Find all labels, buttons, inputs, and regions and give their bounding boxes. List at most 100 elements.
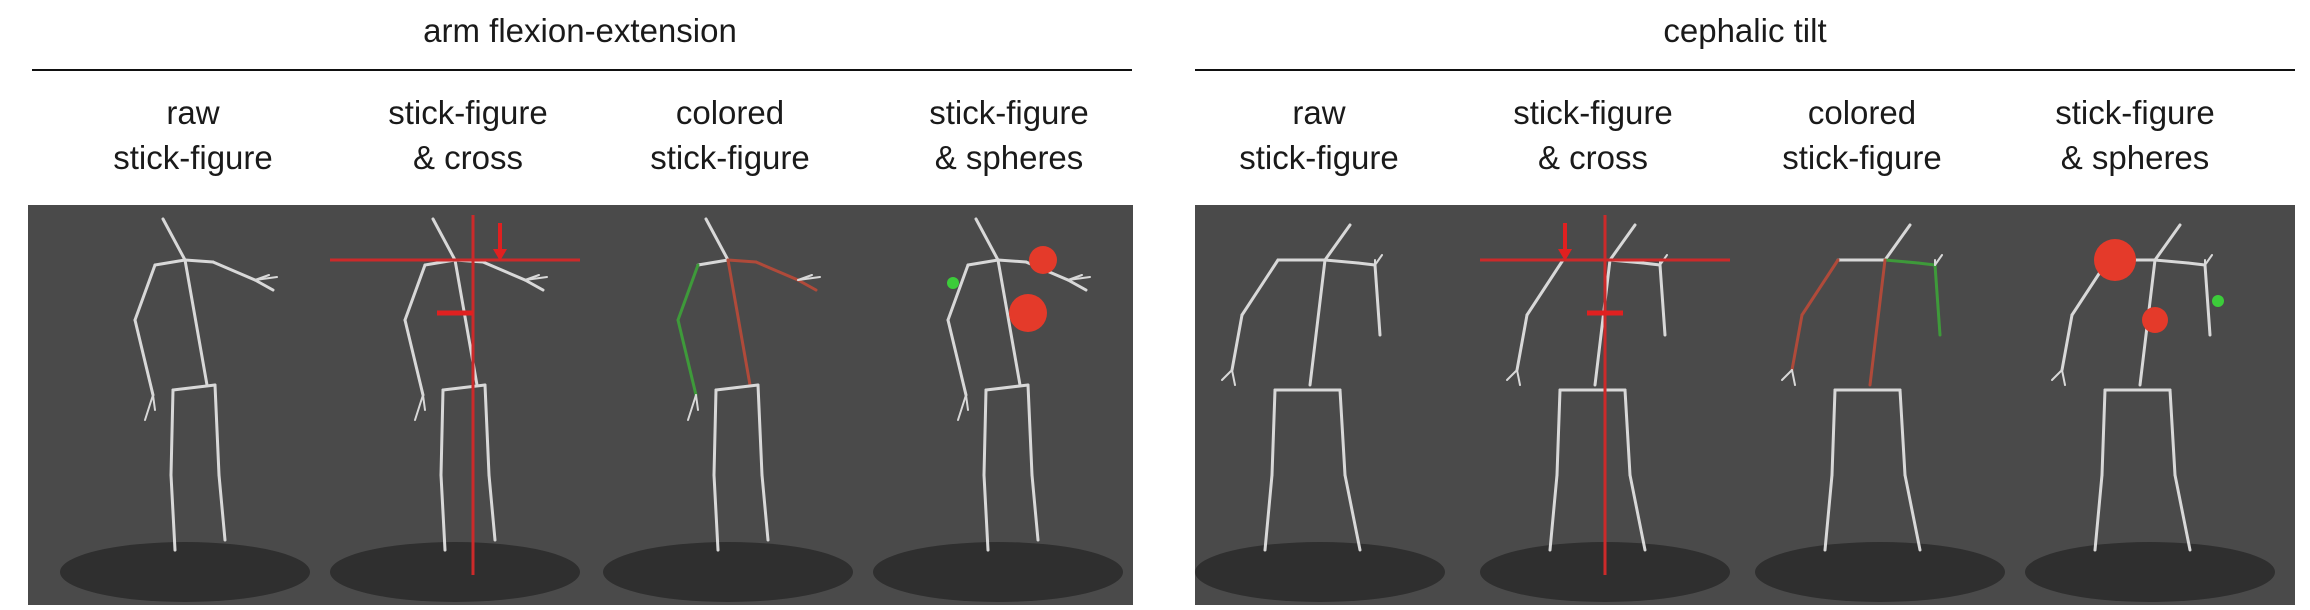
column-label-line: & cross	[1537, 139, 1649, 176]
floor-shadow	[330, 542, 580, 602]
hand-bone	[1791, 369, 1796, 386]
floor-shadow	[873, 542, 1123, 602]
column-label-line: stick-figure	[113, 139, 273, 176]
floor-shadow	[60, 542, 310, 602]
group-title-arm-flexion: arm flexion-extension	[423, 12, 737, 49]
hand-bone	[524, 276, 548, 281]
pelvis-bone	[171, 383, 217, 392]
column-label-line: stick-figure	[1513, 94, 1673, 131]
upper-arm-bone	[2186, 261, 2207, 267]
upper-arm-bone	[1800, 258, 1840, 317]
hand-bone	[422, 394, 426, 411]
shoulder-bone	[2153, 258, 2190, 265]
figure-panel-strip-cephalic-tilt	[1195, 205, 2295, 605]
stick-figure	[603, 217, 853, 602]
forearm-bone	[1066, 278, 1088, 292]
column-label-line: & spheres	[2060, 139, 2210, 176]
column-label: stick-figure & cross	[333, 90, 603, 180]
trunk-bone	[1868, 258, 1887, 387]
pelvis-bone	[984, 383, 1030, 392]
upper-arm-bone	[1525, 258, 1565, 317]
shin-bone	[2173, 473, 2192, 552]
head-bone	[2153, 223, 2182, 262]
sphere-red	[2142, 307, 2168, 333]
shin-bone	[487, 473, 497, 542]
forearm-bone	[1230, 313, 1244, 372]
forearm-bone	[1790, 313, 1804, 372]
head-bone	[704, 217, 730, 262]
column-label-line: & spheres	[934, 139, 1084, 176]
forearm-bone	[403, 318, 425, 397]
pelvis-bone	[441, 383, 487, 392]
column-label-line: stick-figure	[650, 139, 810, 176]
forearm-bone	[1658, 263, 1667, 337]
stick-figure	[60, 217, 310, 602]
forearm-bone	[253, 278, 275, 292]
hand-bone	[1516, 369, 1521, 386]
thigh-bone	[712, 388, 718, 477]
upper-arm-bone	[1641, 261, 1662, 267]
forearm-bone	[133, 318, 155, 397]
thigh-bone	[439, 388, 445, 477]
column-label-line: stick-figure	[2055, 94, 2215, 131]
shin-bone	[1343, 473, 1362, 552]
shoulder-bone	[1323, 258, 1360, 265]
hand-bone	[957, 394, 967, 421]
sphere-red	[1029, 246, 1057, 274]
arrow-down-icon	[1558, 249, 1572, 261]
hand-bone	[2061, 369, 2066, 386]
shoulder-bone	[1883, 258, 1920, 265]
sphere-green	[2212, 295, 2224, 307]
thigh-bone	[2168, 388, 2177, 477]
forearm-bone	[796, 278, 818, 292]
column-label: stick-figure & cross	[1458, 90, 1728, 180]
hand-bone	[1067, 276, 1091, 281]
column-label: colored stick-figure	[1727, 90, 1997, 180]
head-bone	[431, 217, 457, 262]
forearm-bone	[946, 318, 968, 397]
head-bone	[974, 217, 1000, 262]
column-label: stick-figure & spheres	[874, 90, 1144, 180]
trunk-bone	[1308, 258, 1327, 387]
floor-shadow	[603, 542, 853, 602]
column-label-line: colored	[1807, 94, 1917, 131]
forearm-bone	[2060, 313, 2074, 372]
hand-bone	[687, 394, 697, 421]
group-rule-arm-flexion	[32, 69, 1132, 71]
shin-bone	[1030, 473, 1040, 542]
thigh-bone	[1830, 388, 1837, 477]
sphere-red	[1009, 294, 1047, 332]
column-label-line: colored	[675, 94, 785, 131]
stick-figure	[2025, 223, 2275, 602]
thigh-bone	[1898, 388, 1907, 477]
shin-bone	[1823, 473, 1834, 552]
shin-bone	[217, 473, 227, 542]
shin-bone	[1903, 473, 1922, 552]
shin-bone	[1263, 473, 1274, 552]
figure-panel-strip-arm-flexion	[28, 205, 1133, 605]
column-label-line: stick-figure	[388, 94, 548, 131]
hand-bone	[144, 394, 154, 421]
thigh-bone	[213, 383, 221, 477]
shoulder-bone	[696, 258, 730, 267]
stick-figure	[873, 217, 1123, 602]
sphere-green	[947, 277, 959, 289]
hand-bone	[152, 394, 156, 411]
thigh-bone	[169, 388, 175, 477]
hand-bone	[1506, 369, 1518, 381]
hand-bone	[414, 394, 424, 421]
head-bone	[1323, 223, 1352, 262]
thigh-bone	[1555, 388, 1562, 477]
thigh-bone	[1026, 383, 1034, 477]
forearm-bone	[676, 318, 698, 397]
upper-arm-bone	[403, 263, 427, 322]
hand-bone	[1231, 369, 1236, 386]
head-bone	[161, 217, 187, 262]
forearm-bone	[1373, 263, 1382, 337]
forearm-bone	[1933, 263, 1942, 337]
floor-shadow	[1755, 542, 2005, 602]
shin-bone	[439, 473, 447, 552]
stick-figure	[1480, 215, 1730, 602]
sphere-red	[2094, 239, 2136, 281]
shoulder-bone	[153, 258, 187, 267]
